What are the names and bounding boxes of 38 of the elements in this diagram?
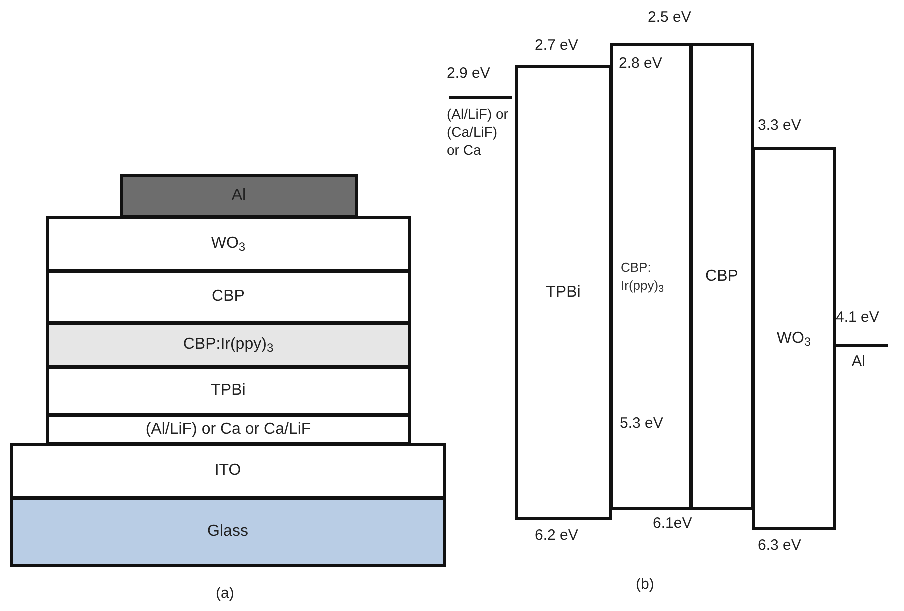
layer-label: TPBi [546,282,581,302]
device-layer [46,366,411,416]
device-layer [46,216,411,272]
layer-label: (Al/LiF) or Ca or Ca/LiF [146,420,312,440]
device-layer [120,174,358,218]
energy-value-label: 6.1eV [653,514,694,534]
panel-label: (a) [216,584,236,604]
layer-label: CBP [706,266,738,286]
layer-label: TPBi [211,381,246,401]
energy-band-box [752,147,836,530]
device-layer [46,414,411,445]
energy-value-label: 6.3 eV [758,536,802,556]
energy-band-box [515,65,612,520]
device-layer [10,443,446,499]
panel-label: (b) [636,575,656,594]
energy-value-label: 3.3 eV [758,116,802,136]
energy-band-box [610,43,692,510]
energy-value-label: 2.7 eV [535,36,580,56]
energy-value-label: 6.2 eV [535,526,580,546]
layer-label: CBP: Ir(ppy)$_{3}$ [621,258,665,294]
energy-value-label: 2.8 eV [619,54,664,74]
energy-value-label: 2.5 eV [648,8,692,28]
layer-label: Al [232,186,246,206]
energy-value-label: 4.1 eV [836,308,880,328]
energy-band-box [690,43,754,510]
device-layer [10,497,446,567]
device-layer [46,322,411,368]
device-layer [46,270,411,324]
layer-label: CBP [212,287,245,307]
energy-value-label: Al [852,352,866,372]
layer-label: ITO [214,461,242,481]
layer-label: WO$_{3}$ [776,328,812,348]
layer-label: WO$_{3}$ [211,234,246,254]
energy-value-label: (Al/LiF) or (Ca/LiF) or Ca [447,105,510,160]
energy-value-label: 2.9 eV [447,64,492,84]
layer-label: CBP:Ir(ppy)$_{3}$ [183,335,274,355]
layer-label: Glass [208,522,248,542]
energy-value-label: 5.3 eV [620,414,664,434]
